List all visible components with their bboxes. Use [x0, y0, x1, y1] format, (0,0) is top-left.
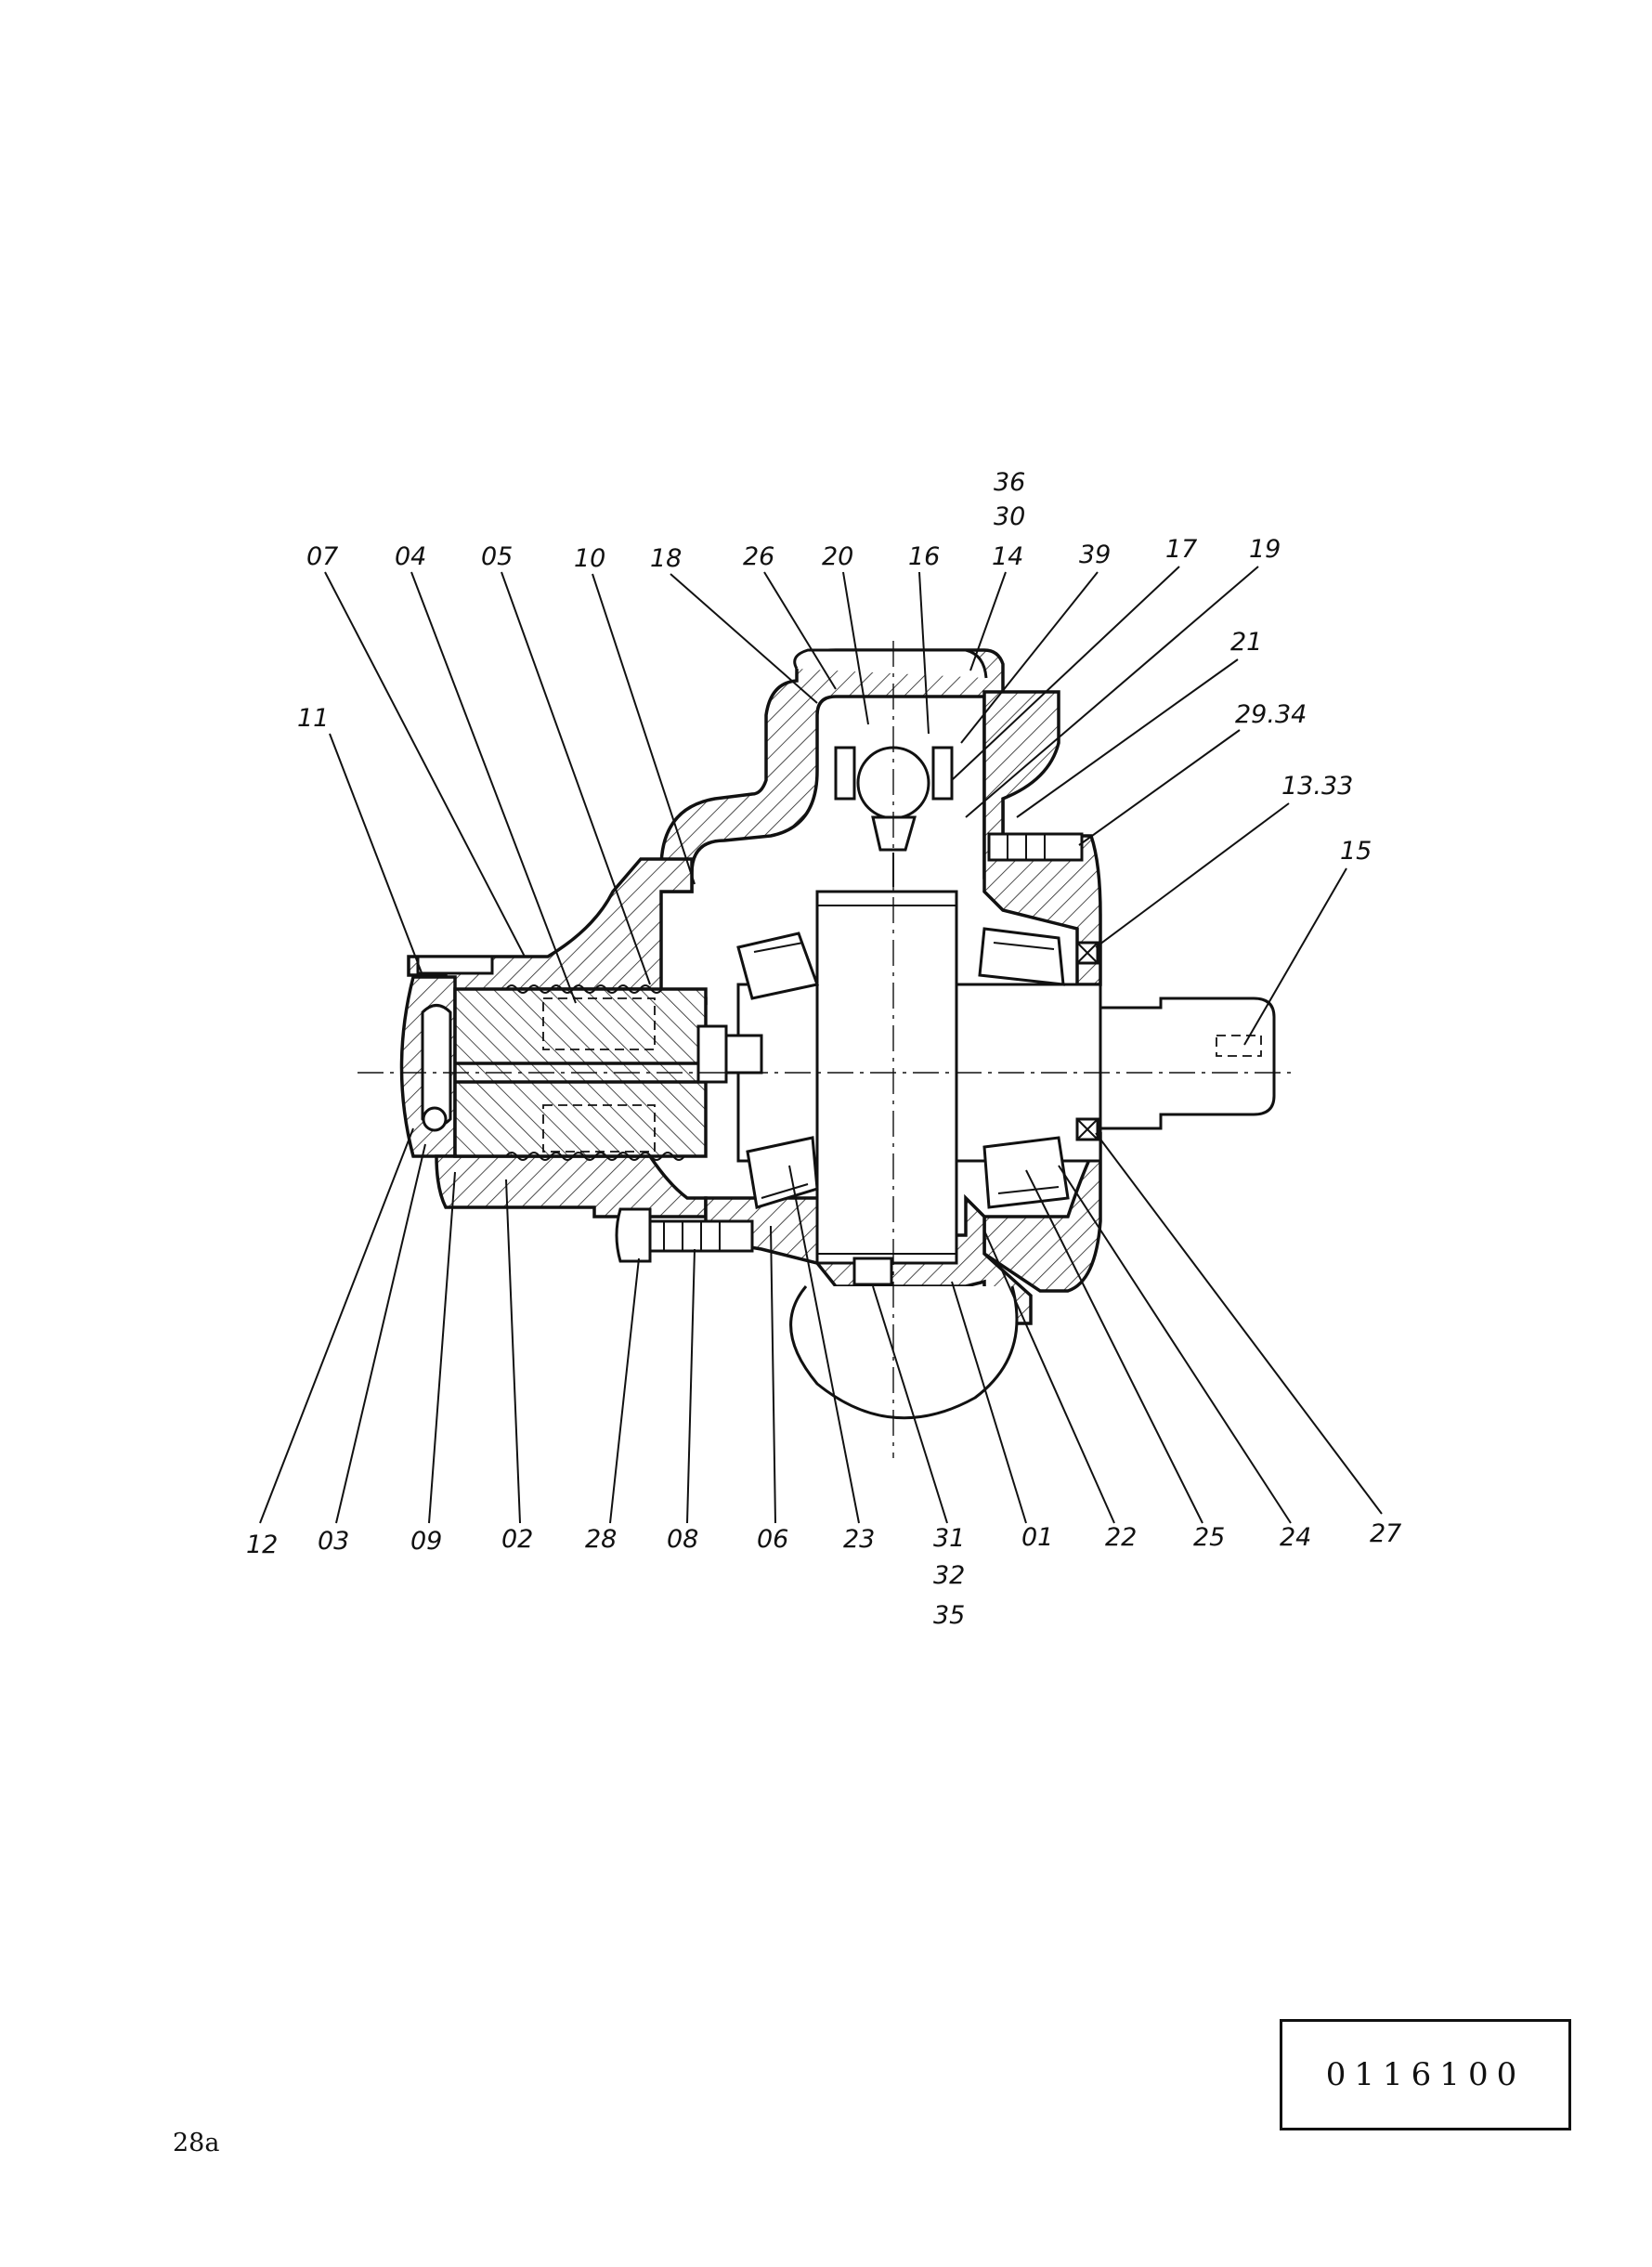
callout-20: 20 [822, 542, 853, 571]
leader-lines [259, 566, 1383, 1524]
callout-01: 01 [1021, 1523, 1053, 1552]
callout-11: 11 [297, 704, 329, 733]
callout-36: 36 [994, 468, 1025, 497]
callout-04: 04 [395, 542, 426, 571]
callout-28: 28 [585, 1525, 617, 1554]
callout-26: 26 [743, 542, 774, 571]
drawing-number-box: 0116100 [1280, 2019, 1571, 2130]
callout-19: 19 [1249, 535, 1281, 564]
callout-07: 07 [306, 542, 338, 571]
callout-03: 03 [318, 1527, 349, 1556]
callout-08: 08 [667, 1525, 698, 1554]
callout-18: 18 [650, 544, 682, 573]
sheet-label: 28a [173, 2129, 220, 2157]
callout-27: 27 [1370, 1519, 1401, 1548]
callout-labels-top: 07 04 05 10 18 26 20 16 14 39 17 19 36 3… [306, 468, 1281, 573]
callout-35: 35 [933, 1601, 965, 1630]
callout-21: 21 [1230, 628, 1262, 657]
callout-10: 10 [574, 544, 605, 573]
callout-15: 15 [1340, 837, 1372, 866]
callout-23: 23 [843, 1525, 875, 1554]
centerlines [358, 641, 1295, 1458]
callout-labels-bottom: 12 03 09 02 28 08 06 23 31 01 22 25 24 2… [246, 1519, 1401, 1630]
callout-12: 12 [246, 1531, 278, 1559]
callout-06: 06 [757, 1525, 788, 1554]
callout-29-34: 29.34 [1235, 700, 1307, 729]
callout-31: 31 [933, 1524, 965, 1553]
callout-22: 22 [1105, 1523, 1137, 1552]
callout-labels-right: 21 29.34 13.33 15 [1230, 628, 1372, 866]
callout-17: 17 [1165, 535, 1197, 564]
callout-09: 09 [410, 1527, 442, 1556]
callout-16: 16 [908, 542, 940, 571]
callout-30: 30 [994, 502, 1025, 531]
callout-25: 25 [1193, 1523, 1225, 1552]
callout-05: 05 [481, 542, 513, 571]
callout-14: 14 [992, 542, 1023, 571]
callout-02: 02 [501, 1525, 533, 1554]
callout-39: 39 [1079, 541, 1111, 569]
callout-32: 32 [933, 1561, 965, 1590]
callout-labels-left: 11 [297, 704, 329, 733]
inner-parts [416, 746, 1276, 1286]
drawing-number: 0116100 [1325, 2056, 1526, 2093]
callout-13-33: 13.33 [1281, 772, 1353, 801]
callout-24: 24 [1280, 1523, 1311, 1552]
